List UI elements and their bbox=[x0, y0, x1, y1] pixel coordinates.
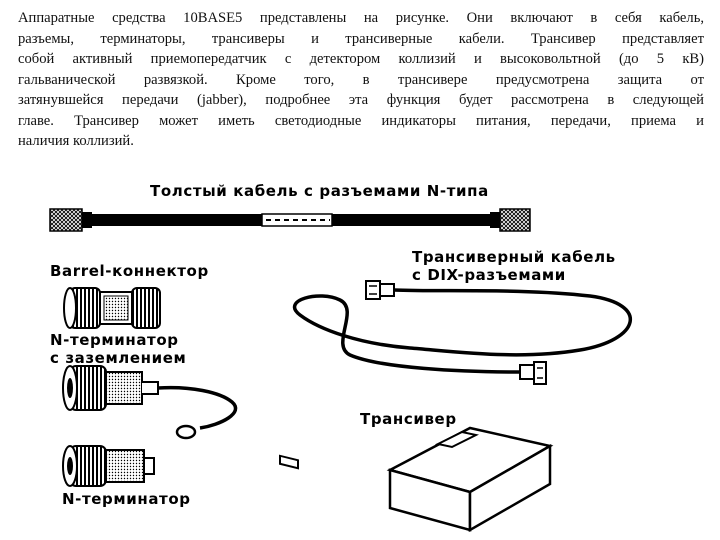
dix-connector-bottom-icon bbox=[519, 361, 547, 385]
grounded-terminator-icon bbox=[62, 365, 238, 440]
transceiver-cable-label-line1: Трансиверный кабель bbox=[412, 248, 616, 266]
paragraph-line: наличия коллизий. bbox=[18, 133, 134, 149]
barrel-connector-label: Barrel-коннектор bbox=[50, 262, 209, 280]
body-paragraph: Аппаратные средства 10BASE5 представлены… bbox=[18, 8, 704, 152]
paragraph-line: разъемы, терминаторы, трансиверы и транс… bbox=[18, 30, 704, 47]
n-connector-left-icon bbox=[49, 208, 83, 232]
transceiver-label: Трансивер bbox=[360, 410, 457, 428]
n-terminator-icon bbox=[62, 445, 155, 487]
ground-lug-icon bbox=[175, 424, 197, 440]
paragraph-line: Аппаратные средства 10BASE5 представлены… bbox=[18, 10, 704, 26]
cable-dashed-segment bbox=[261, 213, 333, 227]
grounded-terminator-label-line1: N-терминатор bbox=[50, 331, 179, 349]
grounded-terminator-label-line2: с заземлением bbox=[50, 349, 186, 367]
thick-cable-label: Толстый кабель с разъемами N-типа bbox=[150, 182, 489, 200]
n-connector-right-icon bbox=[499, 208, 531, 232]
n-terminator-label: N-терминатор bbox=[62, 490, 191, 508]
connector-collar-left bbox=[82, 212, 92, 228]
paragraph-line: затянувшейся передачи (jabber), подробне… bbox=[18, 92, 704, 108]
connector-collar-right bbox=[490, 212, 500, 228]
paragraph-line: гальванической развязкой. Кроме того, в … bbox=[18, 71, 704, 88]
transceiver-box-icon bbox=[279, 426, 554, 533]
transceiver-port-icon bbox=[279, 454, 299, 470]
paragraph-line: собой активный приемопередатчик с детект… bbox=[18, 51, 704, 67]
transceiver-cable bbox=[292, 280, 633, 385]
thick-cable bbox=[49, 208, 531, 232]
transceiver-cable-label-line2: с DIX-разъемами bbox=[412, 266, 566, 284]
paragraph-line: главе. Трансивер может иметь светодиодны… bbox=[18, 112, 704, 129]
cable-segment-left bbox=[92, 214, 262, 226]
cable-segment-right bbox=[332, 214, 490, 226]
barrel-connector-icon bbox=[63, 287, 161, 329]
dix-connector-top-icon bbox=[365, 280, 395, 300]
